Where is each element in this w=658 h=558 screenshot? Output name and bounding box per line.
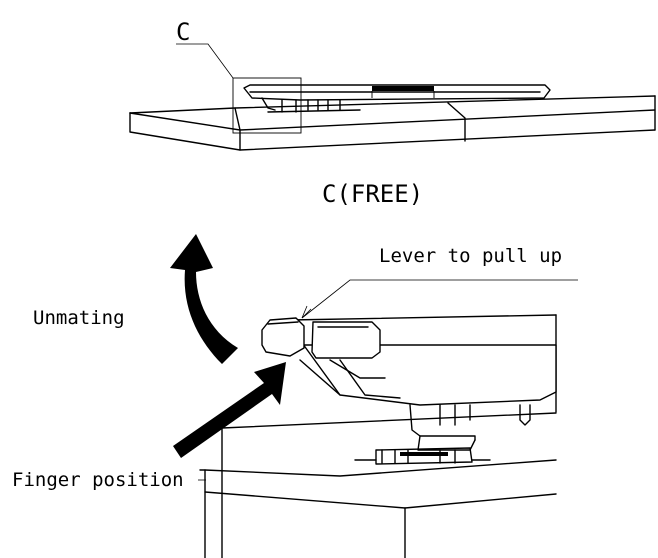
detail-title: C(FREE) [322,180,423,208]
overview-connector [243,84,551,113]
lever-label: Lever to pull up [379,245,562,267]
overview-assembly: C [129,18,656,151]
detail-marker-label: C [176,18,190,46]
finger-position-arrow-icon [173,362,286,458]
lever-leader [301,279,578,319]
unmating-arrow-icon [170,234,238,364]
detail-box-c [232,77,302,134]
detail-board [199,412,557,558]
detail-c-leader [176,43,234,79]
unmating-label: Unmating [33,307,125,329]
detail-assembly [170,234,578,558]
lever[interactable] [261,317,305,357]
detail-connector [261,314,557,451]
finger-position-label: Finger position [12,469,184,491]
detail-receptacle [354,447,491,465]
overview-board [129,95,656,151]
